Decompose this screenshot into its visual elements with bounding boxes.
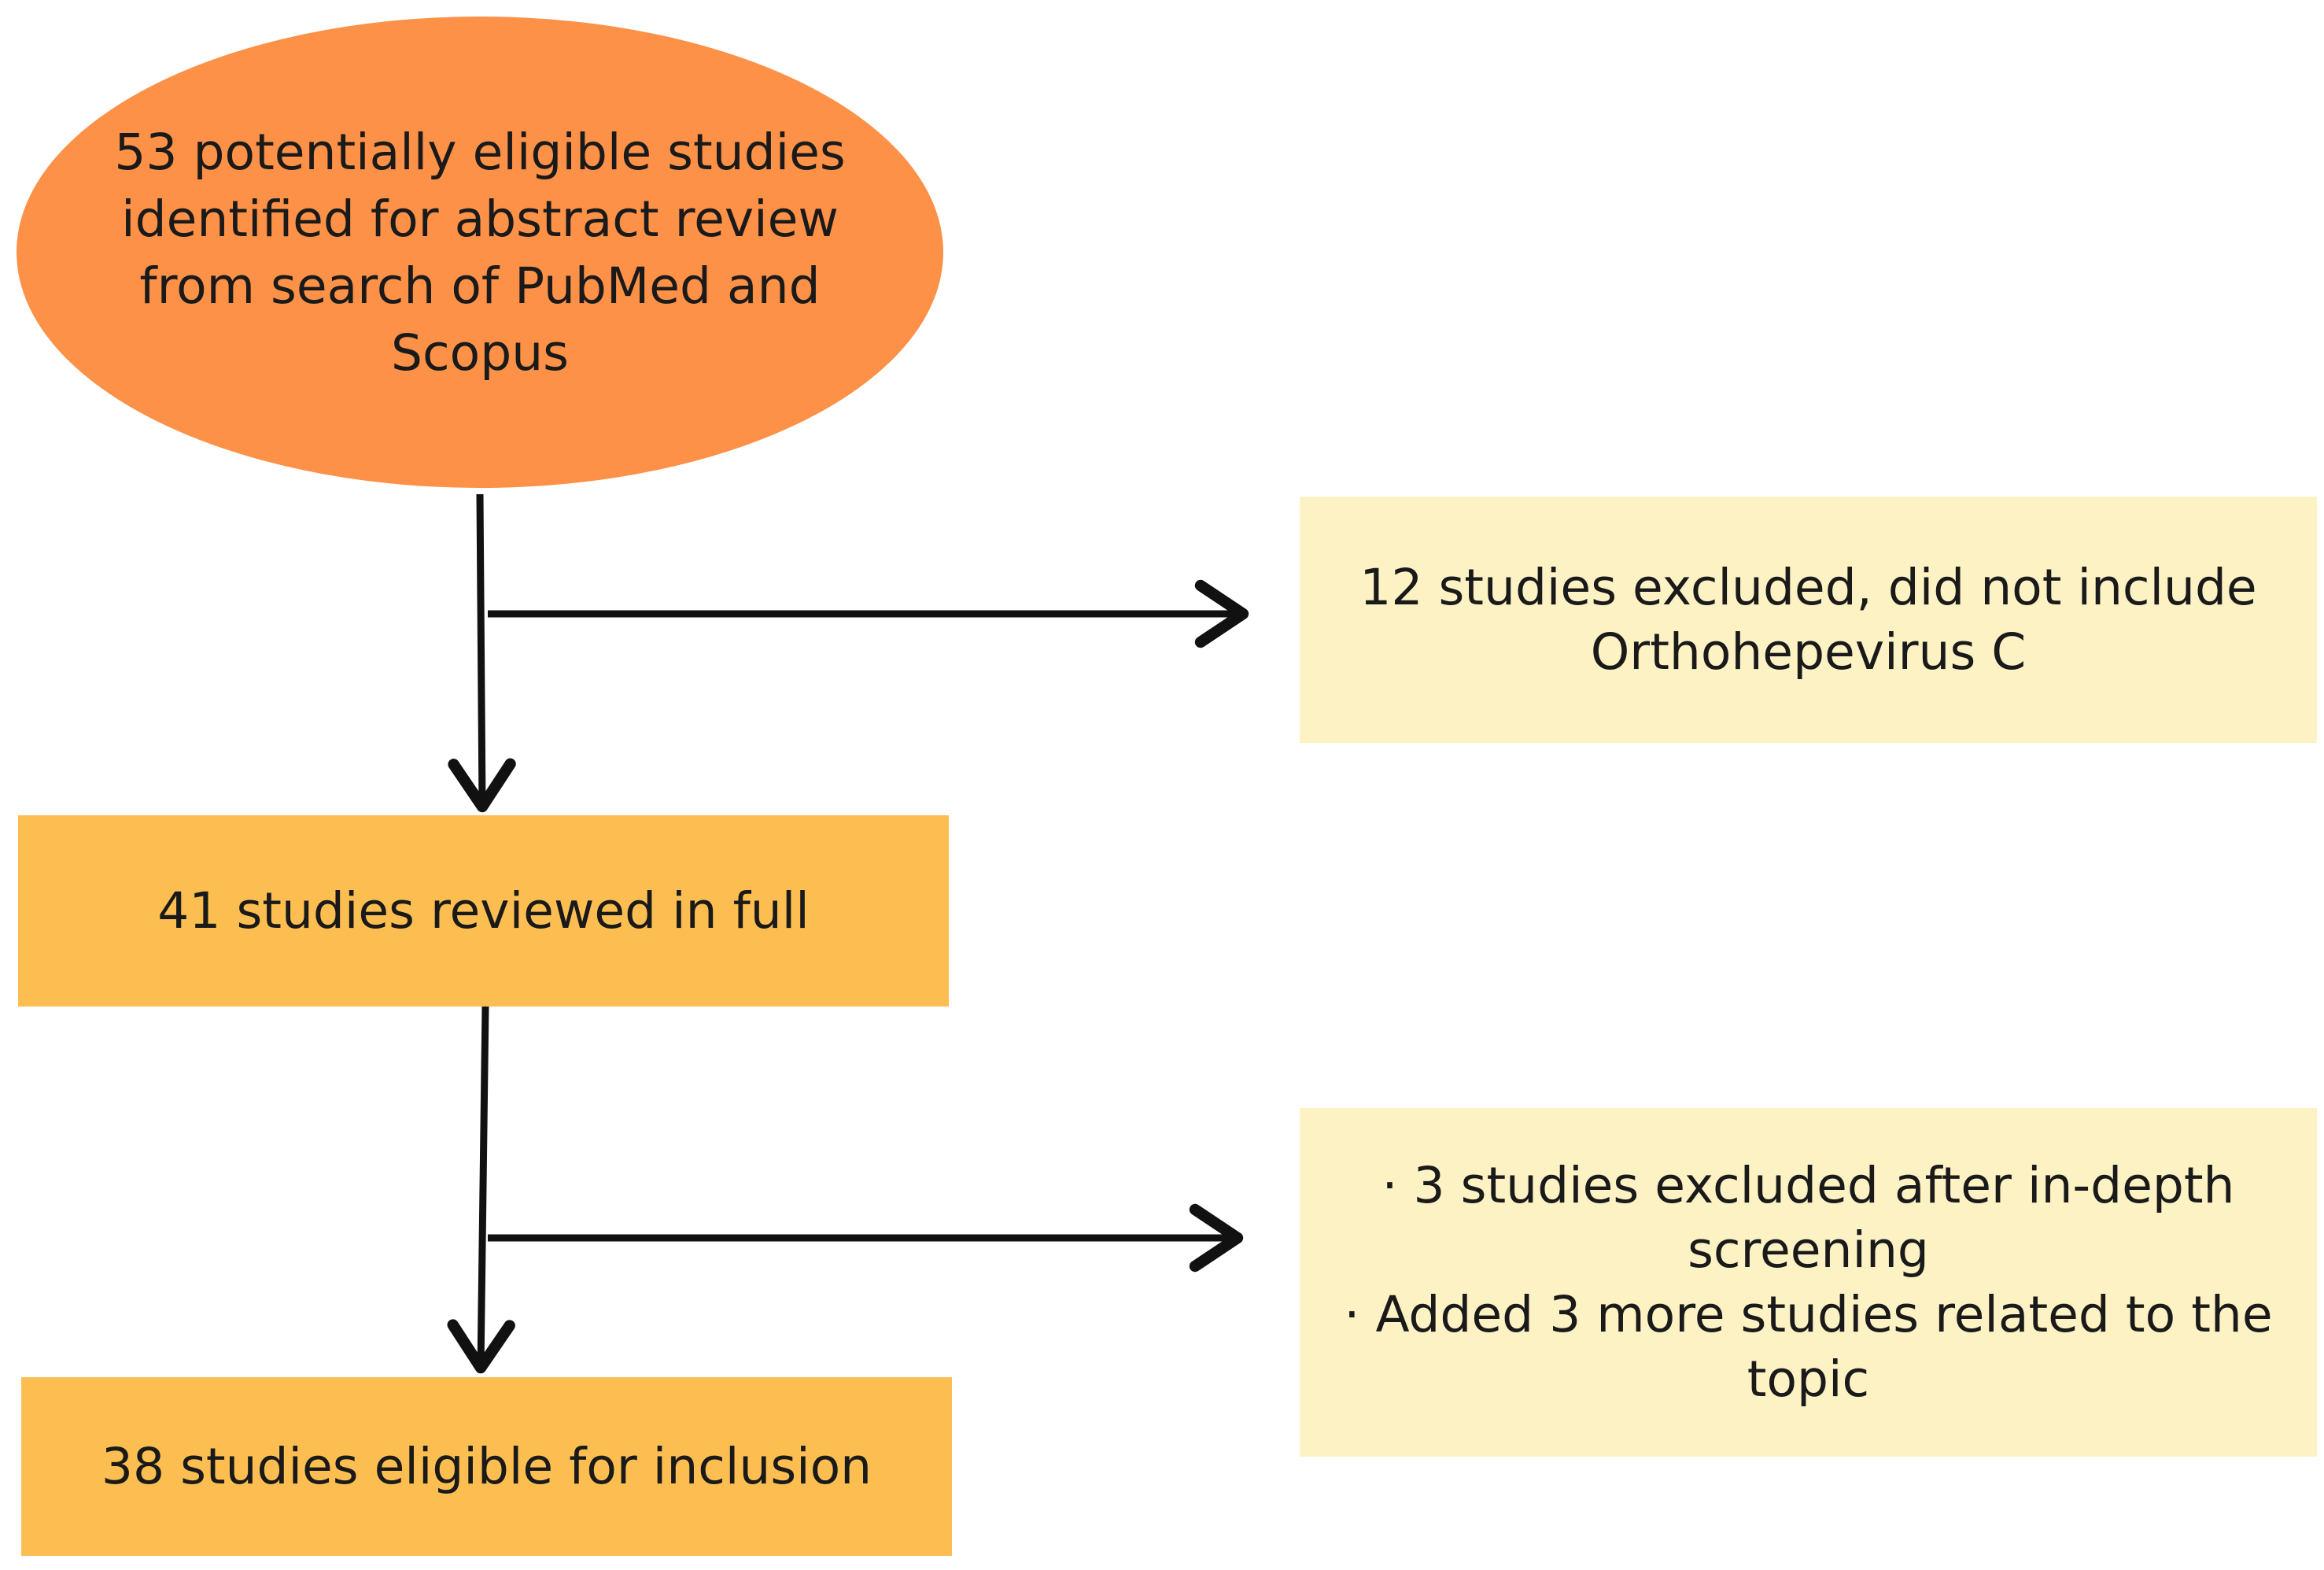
final-node: 38 studies eligible for inclusion <box>21 1377 952 1556</box>
start-node-text: 53 potentially eligible studies identifi… <box>114 123 846 382</box>
exclusion-node-2-text: · 3 studies excluded after in-depth scre… <box>1344 1156 2273 1408</box>
arrow-review-to-final <box>447 1006 515 1374</box>
exclusion-node-1-text: 12 studies excluded, did not include Ort… <box>1359 558 2257 681</box>
exclusion-node-1: 12 studies excluded, did not include Ort… <box>1300 497 2317 743</box>
start-node: 53 potentially eligible studies identifi… <box>17 17 943 488</box>
exclusion-node-2: · 3 studies excluded after in-depth scre… <box>1300 1108 2317 1457</box>
review-node: 41 studies reviewed in full <box>18 815 949 1007</box>
final-node-text: 38 studies eligible for inclusion <box>101 1437 872 1495</box>
arrow-start-to-review <box>448 493 516 813</box>
review-node-text: 41 studies reviewed in full <box>157 881 810 940</box>
